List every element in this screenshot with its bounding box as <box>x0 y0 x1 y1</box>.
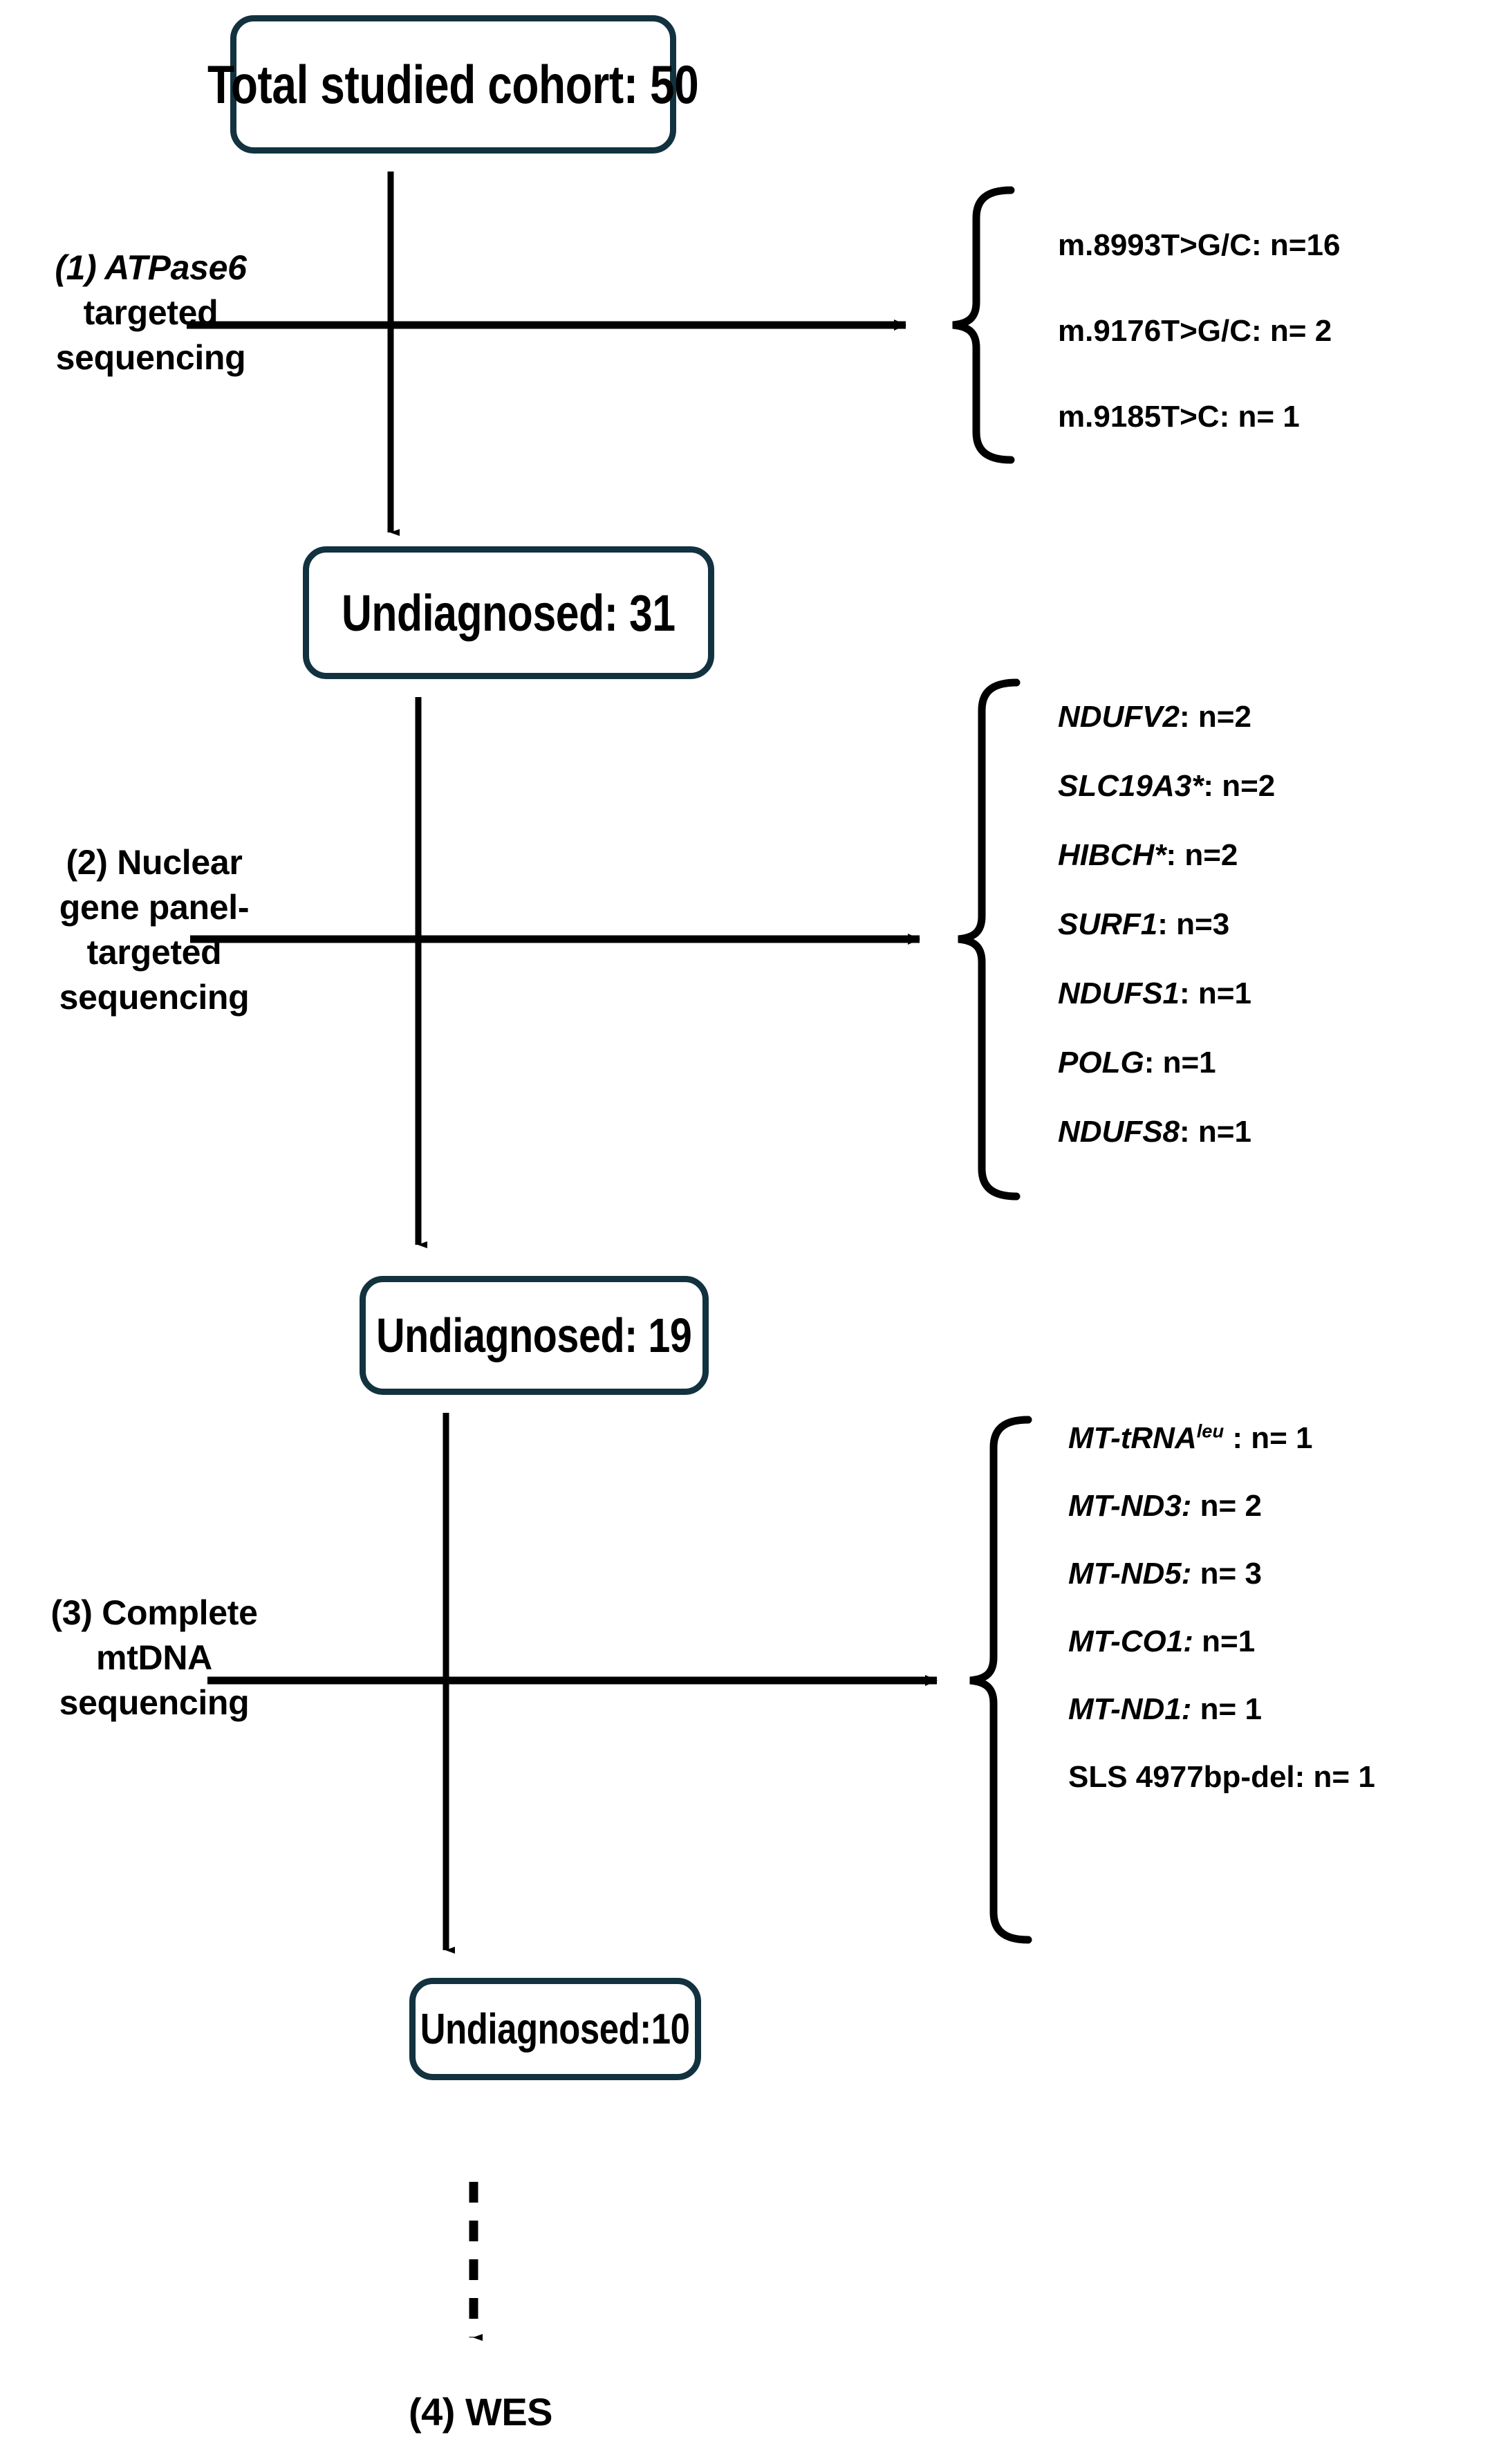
gene-count: n= 1 <box>1191 1692 1262 1726</box>
stage-3-caption: (3) Complete mtDNA sequencing <box>6 1591 303 1725</box>
stage-2-caption-line4: sequencing <box>59 978 250 1017</box>
node-total-cohort[interactable]: Total studied cohort: 50 <box>207 15 699 154</box>
node-undiagnosed-10-label: Undiagnosed:10 <box>420 2005 690 2053</box>
result-item: MT-tRNAleu : n= 1 <box>1068 1421 1375 1456</box>
stage-3-caption-line1: (3) Complete <box>50 1593 258 1632</box>
gene-count: : n=1 <box>1144 1046 1216 1080</box>
final-step-wes-label: (4) WES <box>408 2390 553 2434</box>
result-item: SLC19A3*: n=2 <box>1058 769 1275 804</box>
gene-name: MT-ND3: <box>1068 1489 1192 1523</box>
stage-2-brace <box>958 678 1021 1201</box>
deletion-name: SLS 4977bp-del: <box>1068 1760 1305 1794</box>
stage-3-caption-line2: mtDNA <box>96 1638 212 1677</box>
result-item: NDUFS1: n=1 <box>1058 976 1275 1011</box>
deletion-count: n= 1 <box>1305 1760 1375 1794</box>
gene-count: n=1 <box>1193 1624 1256 1658</box>
node-undiagnosed-31[interactable]: Undiagnosed: 31 <box>303 546 714 679</box>
gene-name: MT-CO1: <box>1068 1624 1193 1658</box>
stage-1-caption: (1) ATPase6 targeted sequencing <box>6 246 296 380</box>
gene-name: MT-ND5: <box>1068 1557 1192 1591</box>
result-item: POLG: n=1 <box>1058 1046 1275 1080</box>
stage-1-number: (1) <box>55 248 105 287</box>
result-item: SLS 4977bp-del: n= 1 <box>1068 1760 1375 1795</box>
node-undiagnosed-10[interactable]: Undiagnosed:10 <box>409 1978 701 2080</box>
gene-name: HIBCH* <box>1058 838 1166 872</box>
gene-name: MT-tRNA <box>1068 1421 1197 1455</box>
gene-name: SLC19A3* <box>1058 769 1204 803</box>
gene-count: : n=1 <box>1180 976 1251 1010</box>
result-item: MT-CO1: n=1 <box>1068 1624 1375 1659</box>
gene-name: MT-ND1: <box>1068 1692 1192 1726</box>
result-item: MT-ND3: n= 2 <box>1068 1489 1375 1523</box>
gene-count: : n=2 <box>1203 769 1276 803</box>
stage-2-connectors <box>190 678 1021 1248</box>
gene-name: SURF1 <box>1058 907 1158 941</box>
stage-1-brace <box>952 186 1015 464</box>
stage-2-caption: (2) Nuclear gene panel- targeted sequenc… <box>6 840 303 1020</box>
gene-count: : n= 1 <box>1224 1421 1313 1455</box>
gene-name: NDUFS1 <box>1058 976 1180 1010</box>
node-total-cohort-label: Total studied cohort: 50 <box>207 53 699 115</box>
gene-name: NDUFV2 <box>1058 700 1180 734</box>
stage-1-gene: ATPase6 <box>104 248 247 287</box>
stage-3-caption-line3: sequencing <box>59 1683 250 1722</box>
result-item: SURF1: n=3 <box>1058 907 1275 942</box>
result-item: MT-ND5: n= 3 <box>1068 1557 1375 1591</box>
stage-1-caption-line2: targeted <box>83 293 218 332</box>
stage-2-caption-line2: gene panel- <box>59 888 250 927</box>
stage-1-caption-line3: sequencing <box>55 338 246 377</box>
gene-count: : n=3 <box>1157 907 1230 941</box>
gene-count: n= 3 <box>1191 1557 1262 1591</box>
stage-2-results: NDUFV2: n=2 SLC19A3*: n=2 HIBCH*: n=2 SU… <box>1058 700 1275 1184</box>
stage-3-brace <box>969 1416 1032 1944</box>
gene-count: : n=2 <box>1166 838 1238 872</box>
node-undiagnosed-19[interactable]: Undiagnosed: 19 <box>360 1276 709 1395</box>
stage-1-results: m.8993T>G/C: n=16 m.9176T>G/C: n= 2 m.91… <box>1058 228 1340 485</box>
result-item: NDUFS8: n=1 <box>1058 1115 1275 1149</box>
result-item: m.8993T>G/C: n=16 <box>1058 228 1341 262</box>
result-item: m.9185T>C: n= 1 <box>1058 400 1300 434</box>
result-item: MT-ND1: n= 1 <box>1068 1692 1375 1727</box>
result-item: HIBCH*: n=2 <box>1058 838 1275 873</box>
stage-1-connectors <box>187 172 1015 536</box>
gene-name: NDUFS8 <box>1058 1115 1180 1149</box>
stage-2-caption-line1: (2) Nuclear <box>66 843 243 882</box>
result-item: NDUFV2: n=2 <box>1058 700 1275 734</box>
gene-name: POLG <box>1058 1046 1144 1080</box>
stage-3-results: MT-tRNAleu : n= 1 MT-ND3: n= 2 MT-ND5: n… <box>1068 1421 1375 1828</box>
result-item: m.9176T>G/C: n= 2 <box>1058 314 1332 348</box>
gene-superscript: leu <box>1196 1420 1224 1442</box>
gene-count: : n=2 <box>1180 700 1251 734</box>
stage-3-connectors <box>207 1413 1032 1954</box>
stage-2-caption-line3: targeted <box>86 933 222 972</box>
gene-count: n= 2 <box>1191 1489 1262 1523</box>
stage-1-caption-line1: (1) ATPase6 <box>6 246 296 290</box>
node-undiagnosed-31-label: Undiagnosed: 31 <box>342 584 676 642</box>
node-undiagnosed-19-label: Undiagnosed: 19 <box>376 1308 692 1362</box>
gene-count: : n=1 <box>1180 1115 1251 1149</box>
